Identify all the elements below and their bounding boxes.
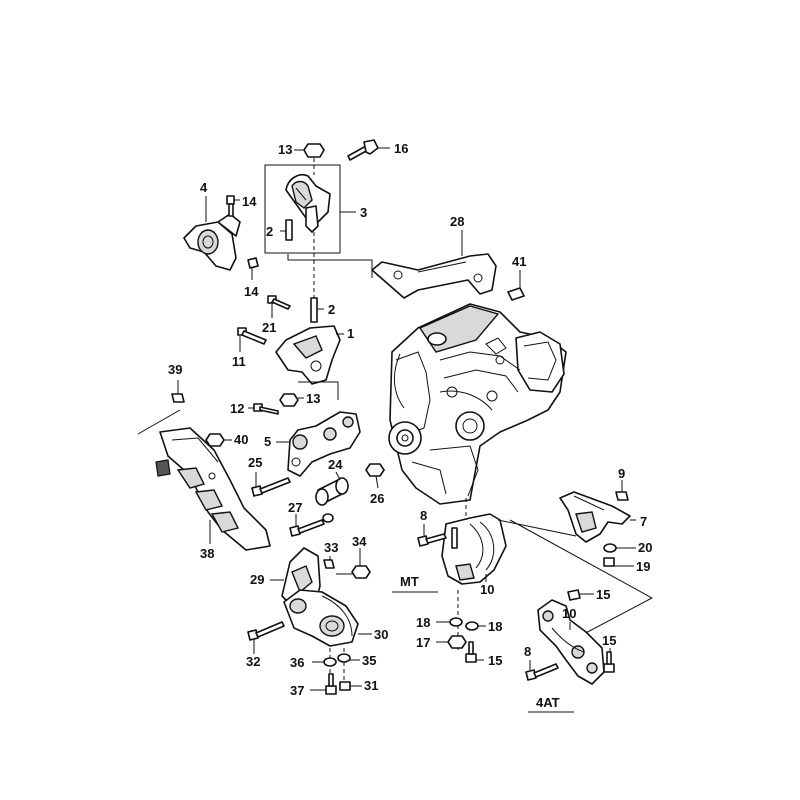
callout-35: 35 <box>362 653 376 668</box>
bolt-32 <box>247 621 285 654</box>
bracket-10-mt <box>441 513 507 585</box>
callout-15-4at-upper: 15 <box>596 587 610 602</box>
callout-31: 31 <box>364 678 378 693</box>
callout-11: 11 <box>232 354 246 369</box>
nut-13-lower <box>279 393 304 407</box>
callout-15-mt: 15 <box>488 653 502 668</box>
callout-26: 26 <box>370 491 384 506</box>
bolt-33 <box>323 556 335 569</box>
washer-35 <box>337 653 360 663</box>
callout-40: 40 <box>234 432 248 447</box>
bolt-8-4at <box>525 660 559 681</box>
callout-2-lower: 2 <box>328 302 335 317</box>
bracket-5 <box>276 411 361 477</box>
stud-2-lower <box>310 297 324 323</box>
bolt-12 <box>248 403 279 415</box>
bolt-41 <box>507 270 525 301</box>
upper-mount-bracket <box>264 164 341 254</box>
callout-18-right: 18 <box>488 619 502 634</box>
engine-assembly <box>388 303 567 505</box>
callout-34: 34 <box>352 534 367 549</box>
bolt-25 <box>251 472 291 497</box>
callout-2-upper: 2 <box>266 224 273 239</box>
bolt-15-4at-upper <box>567 589 594 601</box>
callout-14-lower: 14 <box>244 284 259 299</box>
bushing-24 <box>315 471 349 506</box>
callout-13-lower: 13 <box>306 391 320 406</box>
callout-1: 1 <box>347 326 354 341</box>
callout-8-4at: 8 <box>524 644 531 659</box>
washer-36 <box>312 657 337 667</box>
bolt-19 <box>603 557 634 567</box>
callout-3: 3 <box>360 205 367 220</box>
shield-38 <box>155 427 271 551</box>
mount-7 <box>559 491 636 543</box>
callout-20: 20 <box>638 540 652 555</box>
callout-41: 41 <box>512 254 526 269</box>
stud-2-upper <box>280 219 293 241</box>
callout-7: 7 <box>640 514 647 529</box>
callout-12: 12 <box>230 401 244 416</box>
callout-28: 28 <box>450 214 464 229</box>
callout-30: 30 <box>374 627 388 642</box>
callout-29: 29 <box>250 572 264 587</box>
callout-labels: 13 16 4 14 3 2 14 28 41 2 21 1 11 39 12 … <box>168 141 652 698</box>
callout-10-mt: 10 <box>480 582 494 597</box>
variant-label-mt: MT <box>400 574 419 589</box>
callout-16: 16 <box>394 141 408 156</box>
bolt-15-mt <box>465 641 484 663</box>
nut-26 <box>365 463 385 489</box>
callout-14-upper: 14 <box>242 194 257 209</box>
callout-17: 17 <box>416 635 430 650</box>
bracket-10-4at <box>537 599 605 685</box>
callout-39: 39 <box>168 362 182 377</box>
callout-10-4at: 10 <box>562 606 576 621</box>
callout-9: 9 <box>618 466 625 481</box>
callout-15-4at-lower: 15 <box>602 633 616 648</box>
bolt-21 <box>267 295 291 318</box>
mount-4 <box>183 196 241 271</box>
callout-8-mt: 8 <box>420 508 427 523</box>
bolt-14-upper <box>226 195 240 217</box>
bolt-37 <box>310 673 337 695</box>
callout-37: 37 <box>290 683 304 698</box>
bolt-9 <box>615 480 629 501</box>
callout-32: 32 <box>246 654 260 669</box>
bracket-28 <box>371 230 497 299</box>
callout-27: 27 <box>288 500 302 515</box>
nut-34 <box>351 548 371 579</box>
callout-19: 19 <box>636 559 650 574</box>
nut-40 <box>205 433 232 447</box>
callout-4: 4 <box>200 180 208 195</box>
bolt-15-4at-lower <box>603 648 615 673</box>
nut-13-upper <box>294 143 325 158</box>
bolt-39 <box>171 380 185 403</box>
bolt-11 <box>237 327 267 352</box>
mount-30 <box>283 589 372 647</box>
callout-5: 5 <box>264 434 271 449</box>
bolt-14-lower <box>247 257 259 280</box>
callout-36: 36 <box>290 655 304 670</box>
callout-13-upper: 13 <box>278 142 292 157</box>
washer-18-right <box>465 621 486 631</box>
washer-20 <box>603 543 636 553</box>
bolt-16 <box>347 139 390 161</box>
callout-18-left: 18 <box>416 615 430 630</box>
callout-21: 21 <box>262 320 276 335</box>
variant-label-4at: 4AT <box>536 695 560 710</box>
bolt-31 <box>339 681 362 691</box>
bolt-27 <box>289 513 334 537</box>
callout-25: 25 <box>248 455 262 470</box>
callout-38: 38 <box>200 546 214 561</box>
bolt-8-mt <box>417 524 447 547</box>
callout-33: 33 <box>324 540 338 555</box>
bracket-1 <box>275 325 344 385</box>
washer-18-left <box>436 617 463 627</box>
nut-17 <box>436 635 467 649</box>
callout-24: 24 <box>328 457 343 472</box>
